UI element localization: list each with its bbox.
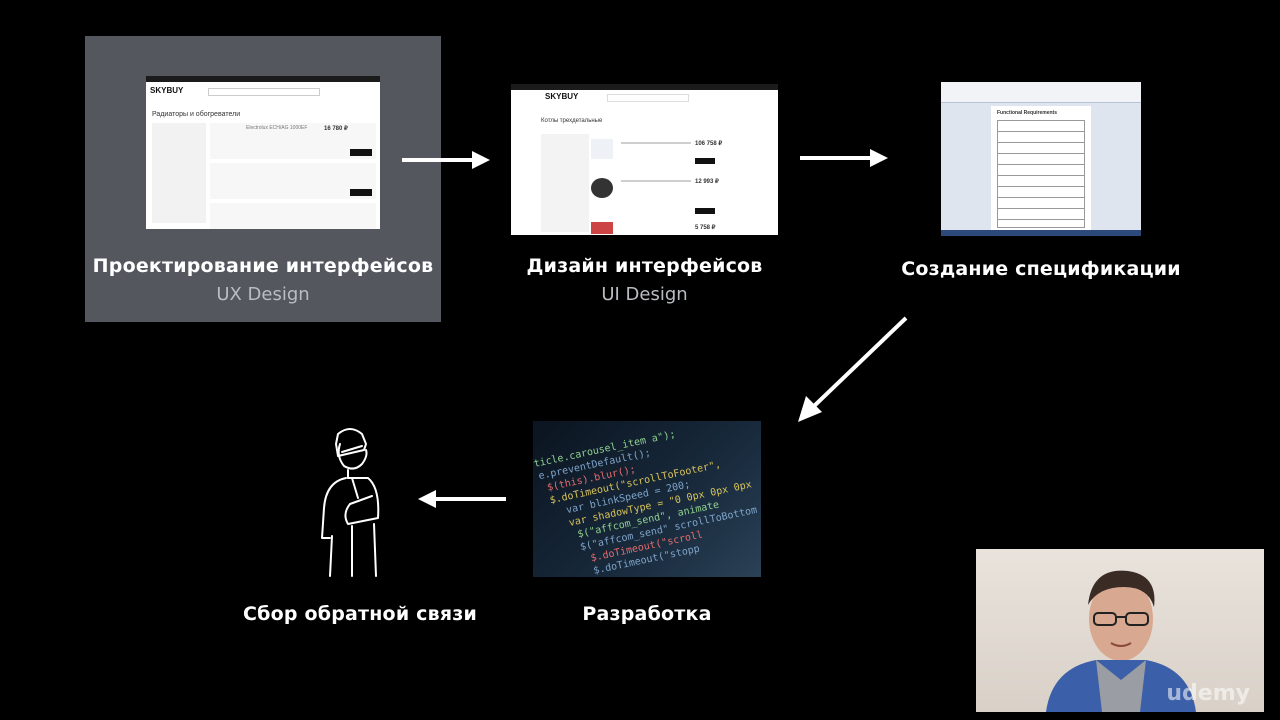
presenter-avatar (1046, 570, 1196, 712)
product-thumb (591, 139, 613, 159)
spec-title: Создание спецификации (901, 258, 1181, 280)
category-heading: Котлы трехдетальные (541, 118, 603, 124)
ui-design-screenshot: SKYBUY Котлы трехдетальные 106 758 ₽ 12 … (511, 84, 778, 235)
requirements-table (997, 120, 1085, 228)
buy-button (695, 158, 715, 164)
arrow-right-icon (402, 151, 490, 169)
arrow-down-left-icon (798, 316, 908, 422)
code-screenshot: article.carousel_item a"); e.preventDefa… (533, 421, 761, 577)
product-thumb (591, 178, 613, 198)
category-heading: Радиаторы и обогреватели (152, 111, 241, 118)
brand-logo: SKYBUY (545, 92, 579, 101)
dev-title: Разработка (582, 603, 712, 625)
ui-subtitle: UI Design (601, 284, 688, 305)
product-price: 12 993 ₽ (695, 179, 719, 185)
product-desc (621, 142, 691, 144)
taskbar (941, 230, 1141, 236)
ribbon (941, 82, 1141, 103)
feedback-title: Сбор обратной связи (243, 603, 477, 625)
buy-button (350, 189, 372, 196)
udemy-watermark: udemy (1166, 681, 1250, 706)
doc-heading: Functional Requirements (997, 110, 1058, 116)
spec-document-screenshot: Functional Requirements (941, 82, 1141, 236)
buy-button (350, 149, 372, 156)
ux-title: Проектирование интерфейсов (92, 255, 434, 277)
ui-title: Дизайн интерфейсов (526, 255, 763, 277)
product-price: 16 780 ₽ (324, 126, 348, 132)
arrow-right-icon (800, 149, 888, 167)
product-card (210, 123, 376, 159)
top-bar (511, 84, 778, 90)
injured-person-illustration (321, 428, 380, 577)
product-thumb (591, 222, 613, 234)
filter-sidebar (152, 123, 206, 223)
buy-button (695, 208, 715, 214)
ux-subtitle: UX Design (216, 284, 310, 305)
top-bar (146, 76, 380, 82)
brand-logo: SKYBUY (150, 86, 184, 95)
product-card (210, 163, 376, 199)
product-price: 106 758 ₽ (695, 141, 723, 147)
presenter-webcam: udemy (976, 549, 1264, 712)
search-bar (208, 88, 320, 96)
product-desc (621, 180, 691, 182)
product-name: Electrolux ECH/AG 1000EF (246, 125, 308, 131)
filter-sidebar (541, 134, 589, 232)
ux-wireframe-screenshot: SKYBUY Радиаторы и обогреватели Electrol… (146, 76, 380, 229)
product-card (210, 203, 376, 229)
search-bar (607, 94, 689, 102)
arrow-left-icon (418, 490, 506, 508)
product-price: 5 758 ₽ (695, 225, 716, 231)
